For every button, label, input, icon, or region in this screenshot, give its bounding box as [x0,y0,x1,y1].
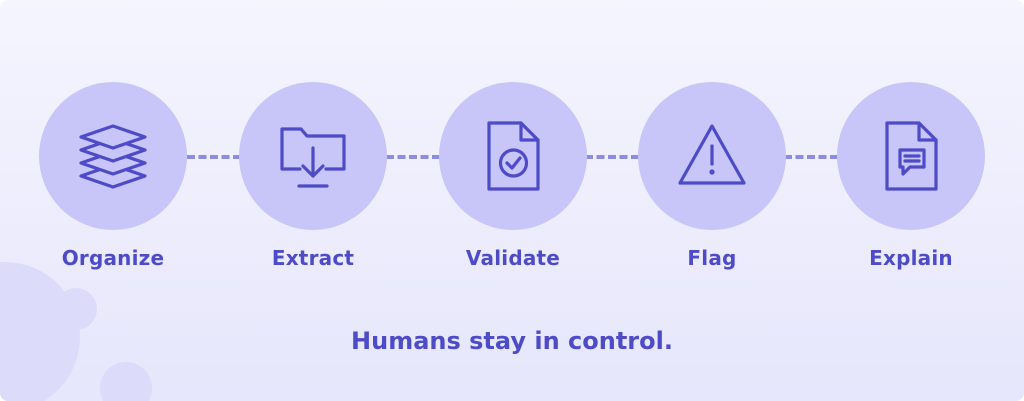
connector-line [386,155,440,159]
step-circle [39,82,187,230]
step-circle [638,82,786,230]
warning-triangle-icon [678,124,746,185]
step-circle [239,82,387,230]
step-explain: Explain [836,82,986,282]
step-circle [439,82,587,230]
document-check-icon [487,121,540,191]
step-flag: Flag [637,82,787,282]
connector-line [187,155,241,159]
tagline: Humans stay in control. [351,327,673,355]
document-comment-icon [885,121,938,191]
step-organize: Organize [38,82,188,282]
step-label: Validate [465,246,561,270]
step-label: Explain [869,246,953,270]
layers-icon [79,124,147,189]
step-circle [837,82,985,230]
connector-line [784,155,838,159]
decorative-blob [55,288,97,330]
folder-download-icon [280,127,346,188]
step-extract: Extract [238,82,388,282]
step-label: Extract [271,246,355,270]
step-label: Flag [687,246,737,270]
decorative-blob [100,362,152,401]
step-label: Organize [61,246,165,270]
step-validate: Validate [438,82,588,282]
connector-line [585,155,639,159]
